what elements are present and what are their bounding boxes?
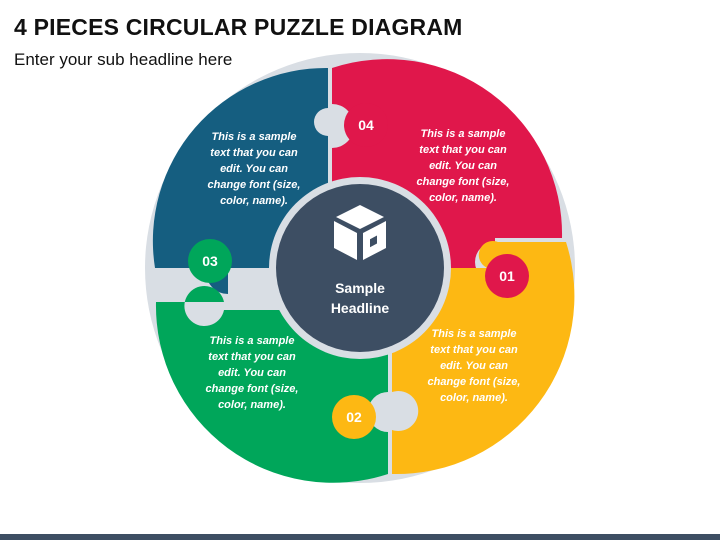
- text-line: color, name).: [218, 399, 286, 411]
- text-line: color, name).: [440, 392, 508, 404]
- center-headline-line: Sample: [335, 280, 385, 296]
- piece-text-02: This is a sample text that you can edit.…: [194, 333, 310, 413]
- box-icon: [334, 205, 386, 260]
- piece-number-04: 04: [358, 117, 374, 133]
- text-line: change font (size,: [207, 179, 301, 191]
- piece-text-04: This is a sample text that you can edit.…: [405, 126, 521, 206]
- tab-knob-04: [344, 103, 388, 147]
- piece-number-01: 01: [499, 268, 515, 284]
- text-line: text that you can: [210, 147, 298, 159]
- tab-knob-02: [332, 395, 376, 439]
- center-headline-line: Headline: [330, 300, 390, 316]
- tab-knob-01: [485, 254, 529, 298]
- tab-knob-03: [188, 239, 232, 283]
- text-line: change font (size,: [427, 376, 521, 388]
- text-line: This is a sample: [211, 131, 297, 143]
- text-line: text that you can: [419, 144, 507, 156]
- text-line: This is a sample: [209, 335, 295, 347]
- text-line: edit. You can: [440, 360, 508, 372]
- piece-number-03: 03: [202, 253, 218, 269]
- piece-text-03: This is a sample text that you can edit.…: [196, 129, 312, 209]
- text-line: color, name).: [220, 195, 288, 207]
- text-line: This is a sample: [420, 128, 506, 140]
- center-disc[interactable]: [276, 184, 444, 352]
- text-line: text that you can: [208, 351, 296, 363]
- text-line: text that you can: [430, 344, 518, 356]
- piece-text-01: This is a sample text that you can edit.…: [416, 326, 532, 406]
- text-line: change font (size,: [205, 383, 299, 395]
- text-line: This is a sample: [431, 328, 517, 340]
- piece-number-02: 02: [346, 409, 362, 425]
- text-line: color, name).: [429, 192, 497, 204]
- center-headline: Sample Headline: [300, 278, 420, 318]
- text-line: edit. You can: [218, 367, 286, 379]
- text-line: change font (size,: [416, 176, 510, 188]
- page-subtitle: Enter your sub headline here: [14, 50, 233, 69]
- footer-bar: [0, 534, 720, 540]
- page-title: 4 PIECES CIRCULAR PUZZLE DIAGRAM: [14, 14, 463, 40]
- text-line: edit. You can: [220, 163, 288, 175]
- text-line: edit. You can: [429, 160, 497, 172]
